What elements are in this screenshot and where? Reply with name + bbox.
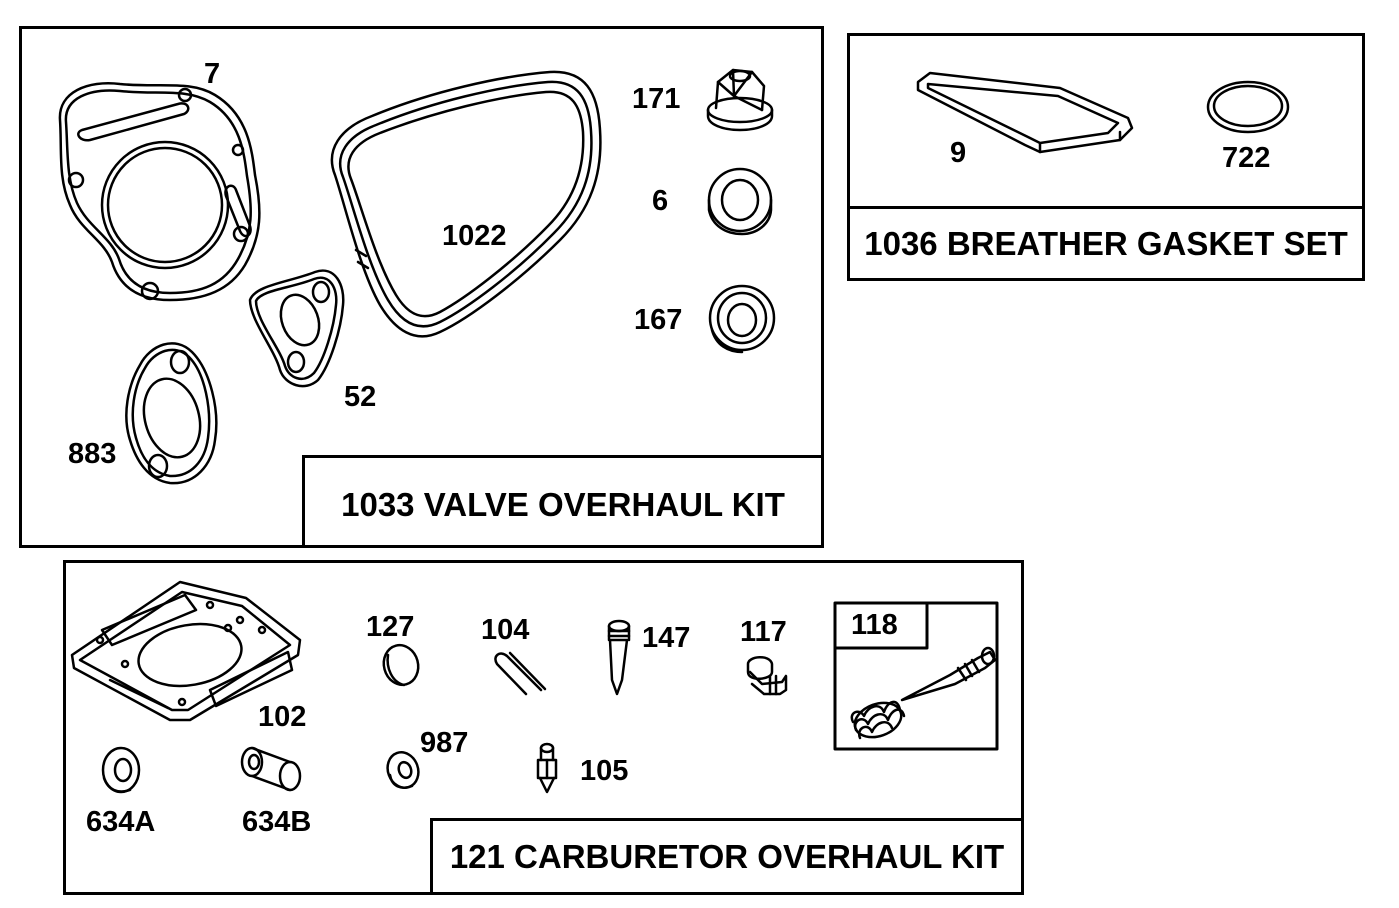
part-171-flange-nut [708,70,772,130]
part-117-screw [748,657,786,694]
callout-171: 171 [632,83,681,115]
callout-104: 104 [481,614,530,646]
subkit-118-label: 118 [851,609,898,641]
part-6-seal [709,169,771,234]
callout-147: 147 [642,622,691,654]
valve-kit-title: 1033 VALVE OVERHAUL KIT [302,455,824,548]
part-987-washer [383,748,424,792]
callout-634b: 634B [242,806,312,838]
callout-883: 883 [68,438,117,470]
part-883-intake-gasket [126,343,216,483]
part-52-exhaust-gasket [250,271,343,387]
callout-167: 167 [634,304,683,336]
callout-52: 52 [344,381,377,413]
part-104-pin [495,653,545,694]
callout-105: 105 [580,755,629,787]
callout-127: 127 [366,611,415,643]
breather-kit-title: 1036 BREATHER GASKET SET [847,206,1365,281]
part-634a-seal [103,748,139,792]
part-722-o-ring [1208,82,1288,132]
part-147-jet [609,621,629,694]
callout-102: 102 [258,701,307,733]
carburetor-kit-title: 121 CARBURETOR OVERHAUL KIT [430,818,1024,895]
callout-7: 7 [204,58,221,90]
subkit-118-frame [835,603,997,749]
callout-634a: 634A [86,806,156,838]
callout-117: 117 [740,616,787,648]
part-634b-bushing [242,748,300,790]
callout-987: 987 [420,727,469,759]
part-118-idle-needle [902,648,995,700]
part-118-spring [850,697,906,743]
part-1022-valve-cover-gasket [332,72,600,336]
callout-1022: 1022 [442,220,507,252]
part-102-carb-gasket [72,582,300,720]
part-9-breather-gasket [918,73,1132,152]
part-167-seal [710,286,774,352]
part-105-inlet-needle [538,744,556,792]
callout-6: 6 [652,185,669,217]
callout-9: 9 [950,137,967,169]
part-127-plug [379,641,422,688]
callout-722: 722 [1222,142,1271,174]
part-7-head-gasket [60,83,259,300]
